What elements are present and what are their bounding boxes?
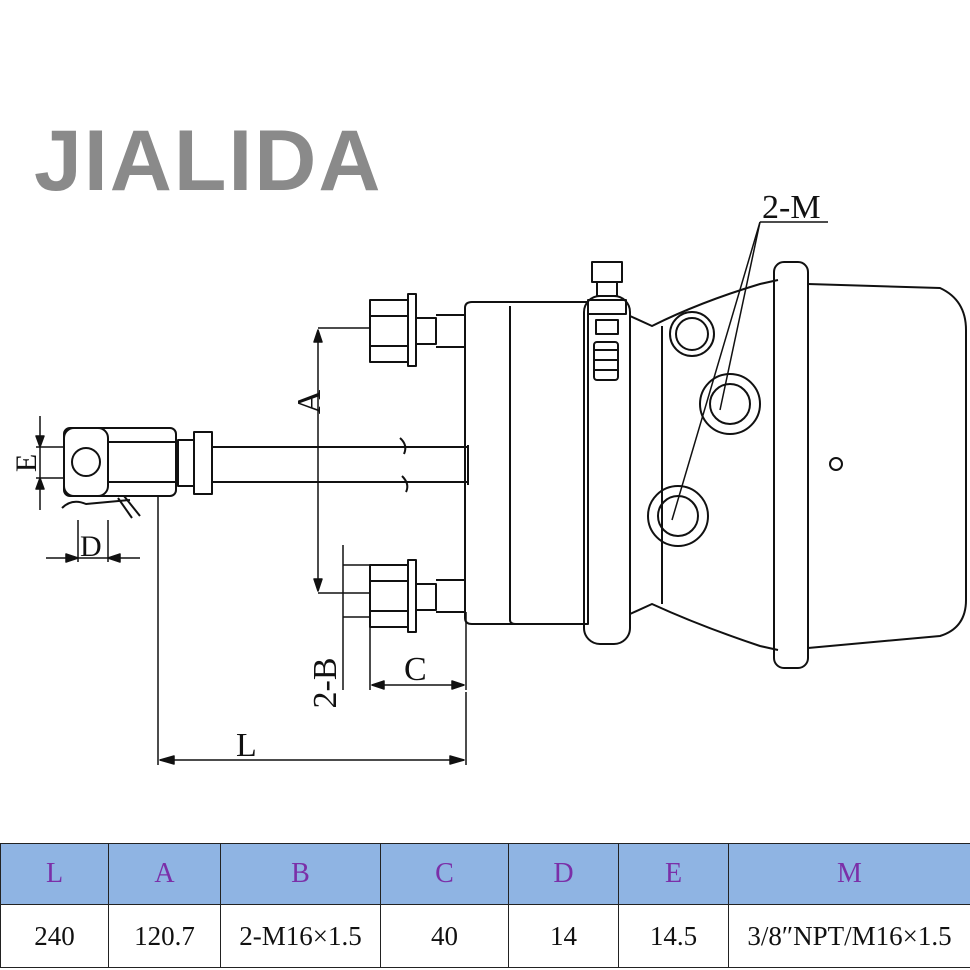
clevis bbox=[61, 427, 177, 519]
dimension-labels: 2-M A 2-B C D E L bbox=[10, 189, 821, 764]
value-a: 120.7 bbox=[108, 904, 221, 968]
value-m: 3/8″NPT/M16×1.5 bbox=[728, 904, 970, 968]
cover-vent bbox=[829, 457, 843, 471]
label-d: D bbox=[80, 530, 102, 563]
label-a: A bbox=[291, 389, 328, 414]
chamber-body bbox=[464, 301, 589, 625]
label-b: 2-B bbox=[307, 658, 344, 709]
header-l: L bbox=[0, 843, 109, 905]
label-l: L bbox=[236, 727, 257, 764]
header-d: D bbox=[508, 843, 619, 905]
upper-stud bbox=[369, 293, 466, 367]
port-holes bbox=[647, 311, 761, 547]
value-b: 2-M16×1.5 bbox=[220, 904, 381, 968]
header-m: M bbox=[728, 843, 970, 905]
lower-stud bbox=[369, 559, 466, 633]
brand-logo: JIALIDA bbox=[34, 113, 383, 209]
label-e: E bbox=[10, 454, 43, 472]
clamp-bar bbox=[583, 261, 631, 645]
flange bbox=[629, 279, 779, 651]
label-c: C bbox=[404, 651, 427, 688]
push-rod bbox=[177, 431, 468, 495]
value-c: 40 bbox=[380, 904, 509, 968]
diaphragm-cover bbox=[807, 283, 967, 649]
value-d: 14 bbox=[508, 904, 619, 968]
header-b: B bbox=[220, 843, 381, 905]
dimension-lines bbox=[35, 221, 828, 765]
brake-chamber-drawing: 2-M A 2-B C D E L bbox=[10, 189, 967, 765]
header-a: A bbox=[108, 843, 221, 905]
header-e: E bbox=[618, 843, 729, 905]
value-e: 14.5 bbox=[618, 904, 729, 968]
label-m: 2-M bbox=[762, 189, 821, 226]
value-l: 240 bbox=[0, 904, 109, 968]
header-c: C bbox=[380, 843, 509, 905]
clamp-ring bbox=[773, 261, 809, 669]
spec-table: L A B C D E M 240 120.7 2-M16×1.5 40 14 … bbox=[0, 843, 970, 968]
table-row: 240 120.7 2-M16×1.5 40 14 14.5 3/8″NPT/M… bbox=[0, 904, 970, 968]
table-header-row: L A B C D E M bbox=[0, 843, 970, 905]
